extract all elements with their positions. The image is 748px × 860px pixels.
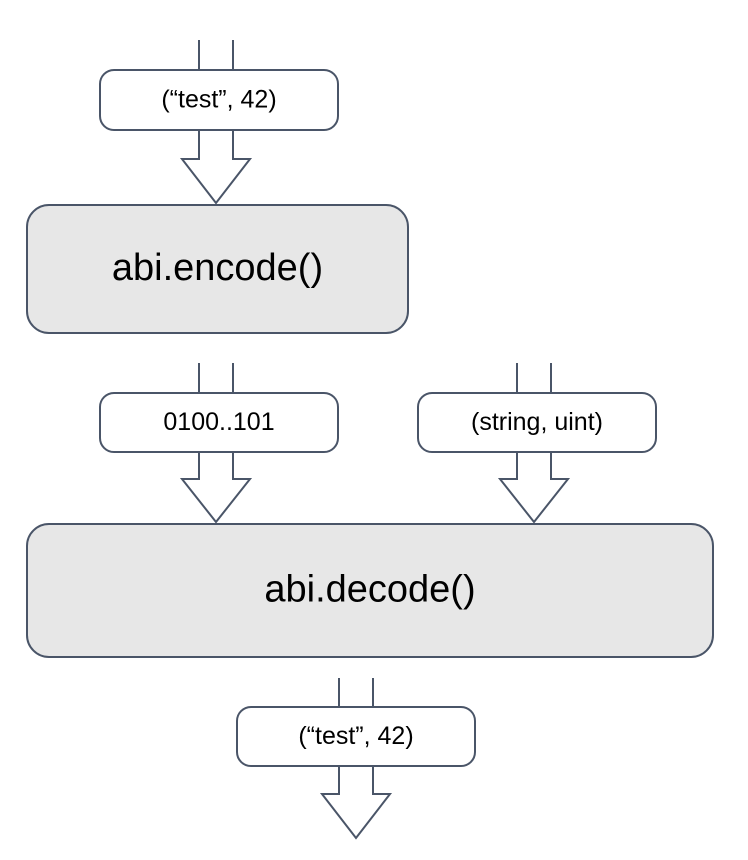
node-layer: (“test”, 42) abi.encode() 0100..101 (string…	[26, 69, 714, 767]
node-shape-output-tuple	[236, 706, 476, 767]
connector-arrow	[179, 451, 253, 524]
node-shape-encoded-bytes	[99, 392, 339, 453]
node-label-type-tuple: (string, uint)	[471, 408, 603, 436]
node-abi-decode[interactable]: abi.decode()	[26, 523, 714, 658]
connector-stub	[516, 363, 552, 396]
node-type-tuple[interactable]: (string, uint)	[417, 392, 657, 453]
node-label-output-tuple: (“test”, 42)	[298, 722, 413, 750]
node-shape-abi-decode	[26, 523, 714, 658]
node-shape-abi-encode	[26, 204, 409, 334]
node-shape-type-tuple	[417, 392, 657, 453]
node-output-tuple[interactable]: (“test”, 42)	[236, 706, 476, 767]
connector-layer	[179, 40, 571, 840]
connector-arrow	[497, 451, 571, 524]
node-label-abi-decode: abi.decode()	[264, 569, 475, 611]
connector-stub	[198, 363, 234, 396]
node-encoded-bytes[interactable]: 0100..101	[99, 392, 339, 453]
node-label-input-tuple: (“test”, 42)	[161, 86, 276, 114]
connector-arrow	[319, 765, 393, 840]
node-label-abi-encode: abi.encode()	[112, 247, 323, 289]
node-shape-input-tuple	[99, 69, 339, 131]
connector-stub	[338, 678, 374, 710]
connector-arrow	[179, 129, 253, 205]
connector-stub	[198, 40, 234, 73]
node-label-encoded-bytes: 0100..101	[163, 408, 274, 436]
node-abi-encode[interactable]: abi.encode()	[26, 204, 409, 334]
node-input-tuple[interactable]: (“test”, 42)	[99, 69, 339, 131]
